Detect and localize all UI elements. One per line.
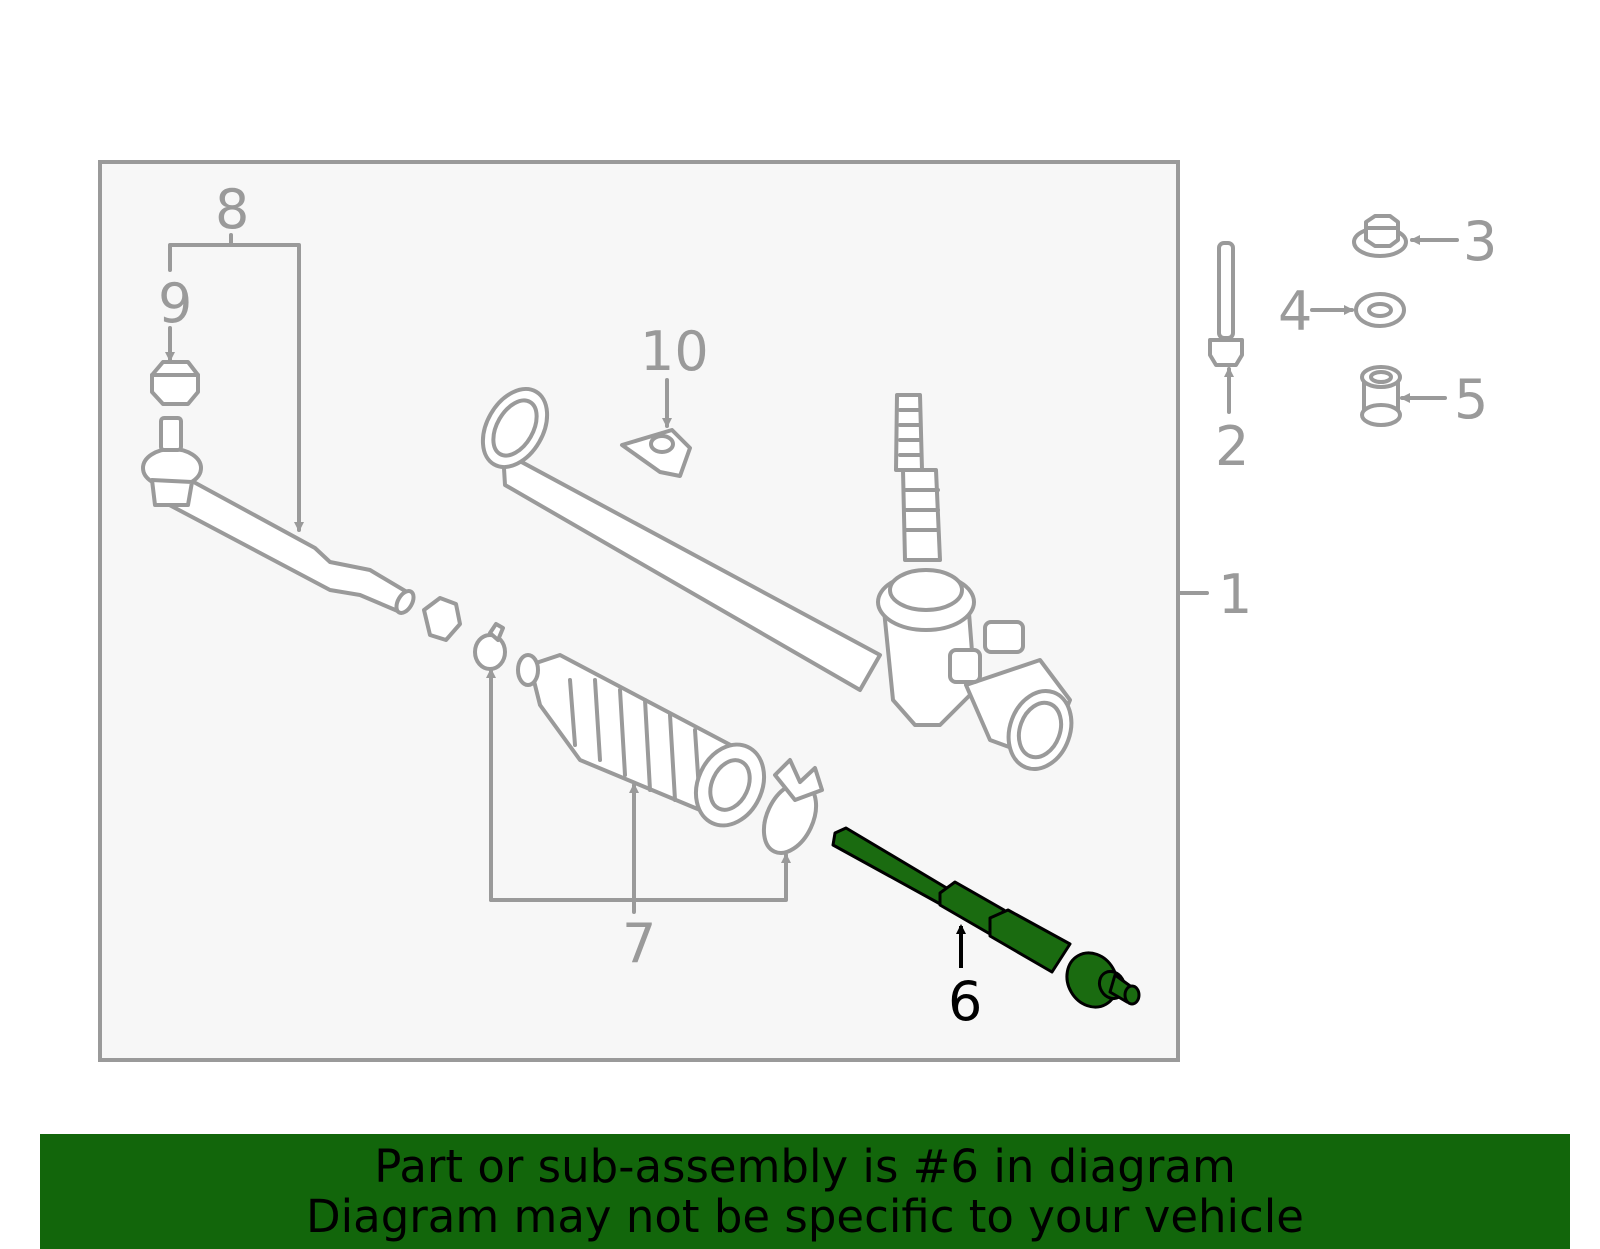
callout-2: 2	[1215, 415, 1249, 478]
info-banner: Part or sub-assembly is #6 in diagram Di…	[40, 1134, 1570, 1249]
washer-part[interactable]	[1354, 292, 1406, 328]
callout-7: 7	[622, 912, 656, 975]
leader-lines	[165, 233, 1459, 968]
bolt-part[interactable]	[1208, 241, 1244, 367]
callout-5: 5	[1454, 368, 1488, 431]
tie-rod-nut-part[interactable]	[150, 360, 200, 406]
bushing-part[interactable]	[1360, 365, 1402, 427]
callout-9: 9	[158, 272, 192, 335]
banner-line-1: Part or sub-assembly is #6 in diagram	[374, 1139, 1236, 1193]
callout-6: 6	[948, 970, 982, 1033]
rack-housing-part[interactable]	[470, 378, 1082, 778]
callout-10: 10	[640, 320, 709, 383]
callout-1: 1	[1218, 563, 1252, 626]
flange-nut-part[interactable]	[1352, 214, 1408, 258]
callout-8: 8	[215, 178, 249, 241]
banner-line-2: Diagram may not be specific to your vehi…	[306, 1189, 1304, 1243]
callout-3: 3	[1463, 210, 1497, 273]
jam-nut-part	[422, 596, 462, 642]
tie-rod-end-part[interactable]	[141, 416, 417, 616]
callout-4: 4	[1278, 280, 1312, 343]
boot-kit-part[interactable]	[473, 622, 826, 861]
inner-tie-rod-part[interactable]	[831, 826, 1141, 1016]
